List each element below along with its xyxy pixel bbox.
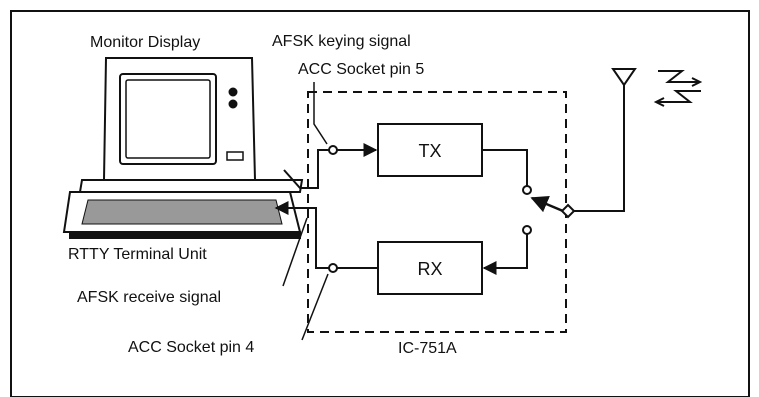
monitor-label: Monitor Display (90, 34, 200, 51)
acc-pin5-label: ACC Socket pin 5 (298, 61, 424, 78)
tr-switch-arm (530, 196, 564, 213)
radio-model-label: IC-751A (398, 340, 457, 357)
acc-pin4-label: ACC Socket pin 4 (128, 339, 254, 356)
acc-pin5-terminal (328, 145, 338, 155)
switch-to-rx-line (482, 234, 528, 275)
computer-terminal-icon (62, 57, 304, 239)
switch-rx-contact (522, 225, 532, 235)
radio-waves-icon (653, 70, 703, 107)
rx-block (377, 241, 483, 295)
switch-pivot (560, 203, 576, 219)
diagram-frame (10, 10, 750, 397)
terminal-unit-label: RTTY Terminal Unit (68, 246, 207, 263)
acc-pin4-terminal (328, 263, 338, 273)
keying-signal-line (283, 143, 378, 189)
leader-lines (282, 82, 329, 341)
rx-label: RX (417, 259, 442, 279)
receive-signal-line (274, 201, 378, 269)
antenna-icon (611, 68, 637, 212)
switch-tx-contact (522, 185, 532, 195)
keying-signal-label: AFSK keying signal (272, 33, 411, 50)
tx-label: TX (418, 141, 441, 161)
receive-signal-label: AFSK receive signal (77, 289, 221, 306)
tx-to-switch-line (482, 149, 528, 186)
